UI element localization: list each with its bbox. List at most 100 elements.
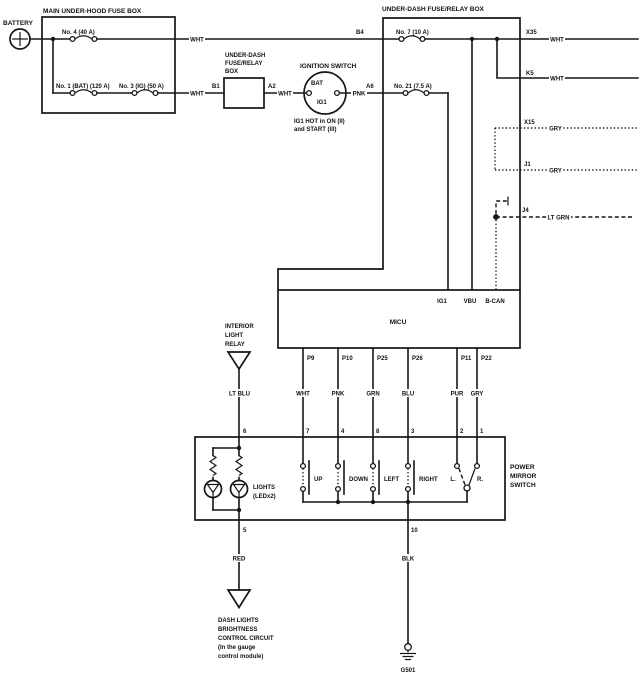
- under-dash-small-label-3: BOX: [225, 69, 238, 75]
- under-dash-fuse-relay-box: [277, 17, 639, 291]
- micu-pin-p11: P11: [461, 356, 472, 362]
- pin-number-8: 8: [376, 429, 380, 435]
- wire-label-pur-p11: PUR: [450, 389, 465, 398]
- ignition-switch-symbol: [303, 71, 404, 115]
- interior-light-relay-symbol: [226, 351, 252, 438]
- pin-number-4: 4: [341, 429, 345, 435]
- svg-text:LT GRN: LT GRN: [548, 216, 570, 222]
- switch-right: [404, 436, 415, 503]
- fuse-no7-label: No. 7 (10 A): [396, 30, 429, 36]
- pin-number-10: 10: [411, 528, 418, 534]
- pin-number-5: 5: [243, 528, 247, 534]
- fuse-no4-label: No. 4 (40 A): [62, 30, 95, 36]
- wire-label-grn-p25: GRN: [365, 389, 381, 398]
- wire-label-blk: BLK: [401, 554, 415, 563]
- ground-label: G501: [401, 668, 416, 674]
- switch-up: [299, 436, 310, 503]
- pin-number-1: 1: [480, 429, 484, 435]
- svg-text:LT BLU: LT BLU: [229, 392, 250, 398]
- wire-label-red: RED: [232, 554, 246, 563]
- wire-label-ltgrn-j4: LT GRN: [546, 213, 571, 222]
- lights-label-2: (LEDx2): [253, 494, 276, 500]
- switch-down: [334, 436, 345, 503]
- wire-label-pnk-ignition: PNK: [351, 89, 367, 98]
- micu-pin-p10: P10: [342, 356, 353, 362]
- selector-r-label: R.: [477, 477, 483, 483]
- terminal-b4: B4: [356, 30, 364, 36]
- svg-text:GRN: GRN: [366, 392, 379, 398]
- wire-label-wht-p9: WHT: [295, 389, 311, 398]
- wire-label-wht-top: WHT: [189, 35, 205, 44]
- svg-text:GRY: GRY: [549, 127, 562, 133]
- micu-pin-p9: P9: [307, 356, 315, 362]
- svg-text:GRY: GRY: [549, 169, 562, 175]
- wire-label-gry-x15: GRY: [548, 124, 563, 133]
- relay-label-2: LIGHT: [225, 333, 243, 339]
- relay-label-1: INTERIOR: [225, 324, 254, 330]
- main-under-hood-fuse-box: [41, 16, 400, 114]
- micu-pin-p26: P26: [412, 356, 423, 362]
- svg-text:WHT: WHT: [190, 92, 204, 98]
- under-dash-main-label: UNDER-DASH FUSE/RELAY BOX: [382, 6, 485, 13]
- terminal-j1: J1: [524, 162, 531, 168]
- svg-text:GRY: GRY: [471, 392, 484, 398]
- dash-lights-label-2: BRIGHTNESS: [218, 627, 257, 633]
- under-dash-small-label-1: UNDER-DASH: [225, 53, 265, 59]
- selector-l-label: L.: [450, 477, 456, 483]
- wire-label-wht-lower: WHT: [189, 89, 205, 98]
- selector-l-r: [453, 436, 481, 503]
- dash-lights-label-3: CONTROL CIRCUIT: [218, 636, 274, 642]
- dash-lights-label-4: (In the gauge: [218, 645, 256, 651]
- svg-text:PUR: PUR: [451, 392, 464, 398]
- terminal-k5: K5: [526, 71, 534, 77]
- wire-label-ltblu: LT BLU: [228, 389, 251, 398]
- lights-label-1: LIGHTS: [253, 485, 275, 491]
- power-mirror-switch-box: [194, 436, 506, 521]
- svg-text:PNK: PNK: [332, 392, 345, 398]
- svg-text:WHT: WHT: [190, 38, 204, 44]
- under-dash-small-label-2: FUSE/RELAY: [225, 61, 262, 67]
- terminal-j4: J4: [522, 208, 529, 214]
- micu-title: MICU: [390, 319, 407, 326]
- ignition-note-2: and START (III): [294, 127, 337, 133]
- terminal-a2: A2: [268, 84, 276, 90]
- power-mirror-switch-label-1: POWER: [510, 464, 535, 471]
- svg-text:BLU: BLU: [402, 392, 414, 398]
- wire-label-blu-p26: BLU: [401, 389, 416, 398]
- battery-label: BATTERY: [3, 20, 34, 27]
- dash-lights-label-1: DASH LIGHTS: [218, 618, 259, 624]
- battery-symbol: [9, 28, 54, 50]
- pin-number-6: 6: [243, 429, 247, 435]
- terminal-x35: X35: [526, 30, 537, 36]
- ignition-note-1: IG1 HOT in ON (II): [294, 119, 345, 125]
- dash-lights-label-5: control module): [218, 654, 263, 660]
- svg-text:WHT: WHT: [278, 92, 292, 98]
- wire-label-pnk-p10: PNK: [330, 389, 346, 398]
- power-mirror-switch-label-3: SWITCH: [510, 482, 536, 489]
- terminal-b1: B1: [212, 84, 220, 90]
- main-fuse-box-label: MAIN UNDER-HOOD FUSE BOX: [43, 8, 142, 15]
- micu-pin-p25: P25: [377, 356, 388, 362]
- micu-pin-p22: P22: [481, 356, 492, 362]
- micu-bcan-label: B-CAN: [485, 299, 504, 305]
- svg-text:PNK: PNK: [353, 92, 366, 98]
- fuse-no21-label: No. 21 (7.5 A): [394, 84, 432, 90]
- svg-text:WHT: WHT: [550, 77, 564, 83]
- pin-number-2: 2: [460, 429, 464, 435]
- fuse-no1-label: No. 1 (BAT) (120 A): [56, 84, 110, 90]
- wire-label-gry-p22: GRY: [470, 389, 485, 398]
- switch-left: [369, 436, 380, 503]
- switch-right-label: RIGHT: [419, 477, 438, 483]
- switch-down-label: DOWN: [349, 477, 368, 483]
- svg-text:WHT: WHT: [550, 38, 564, 44]
- relay-label-3: RELAY: [225, 342, 245, 348]
- ignition-switch-label: IGNITION SWITCH: [300, 63, 357, 70]
- wire-label-wht-k5: WHT: [549, 74, 565, 83]
- wire-label-wht-x35: WHT: [549, 35, 565, 44]
- terminal-x15: X15: [524, 120, 535, 126]
- svg-text:RED: RED: [233, 557, 246, 563]
- ignition-ig1-label: IG1: [317, 100, 327, 106]
- ignition-bat-label: BAT: [311, 81, 323, 87]
- switch-left-label: LEFT: [384, 477, 399, 483]
